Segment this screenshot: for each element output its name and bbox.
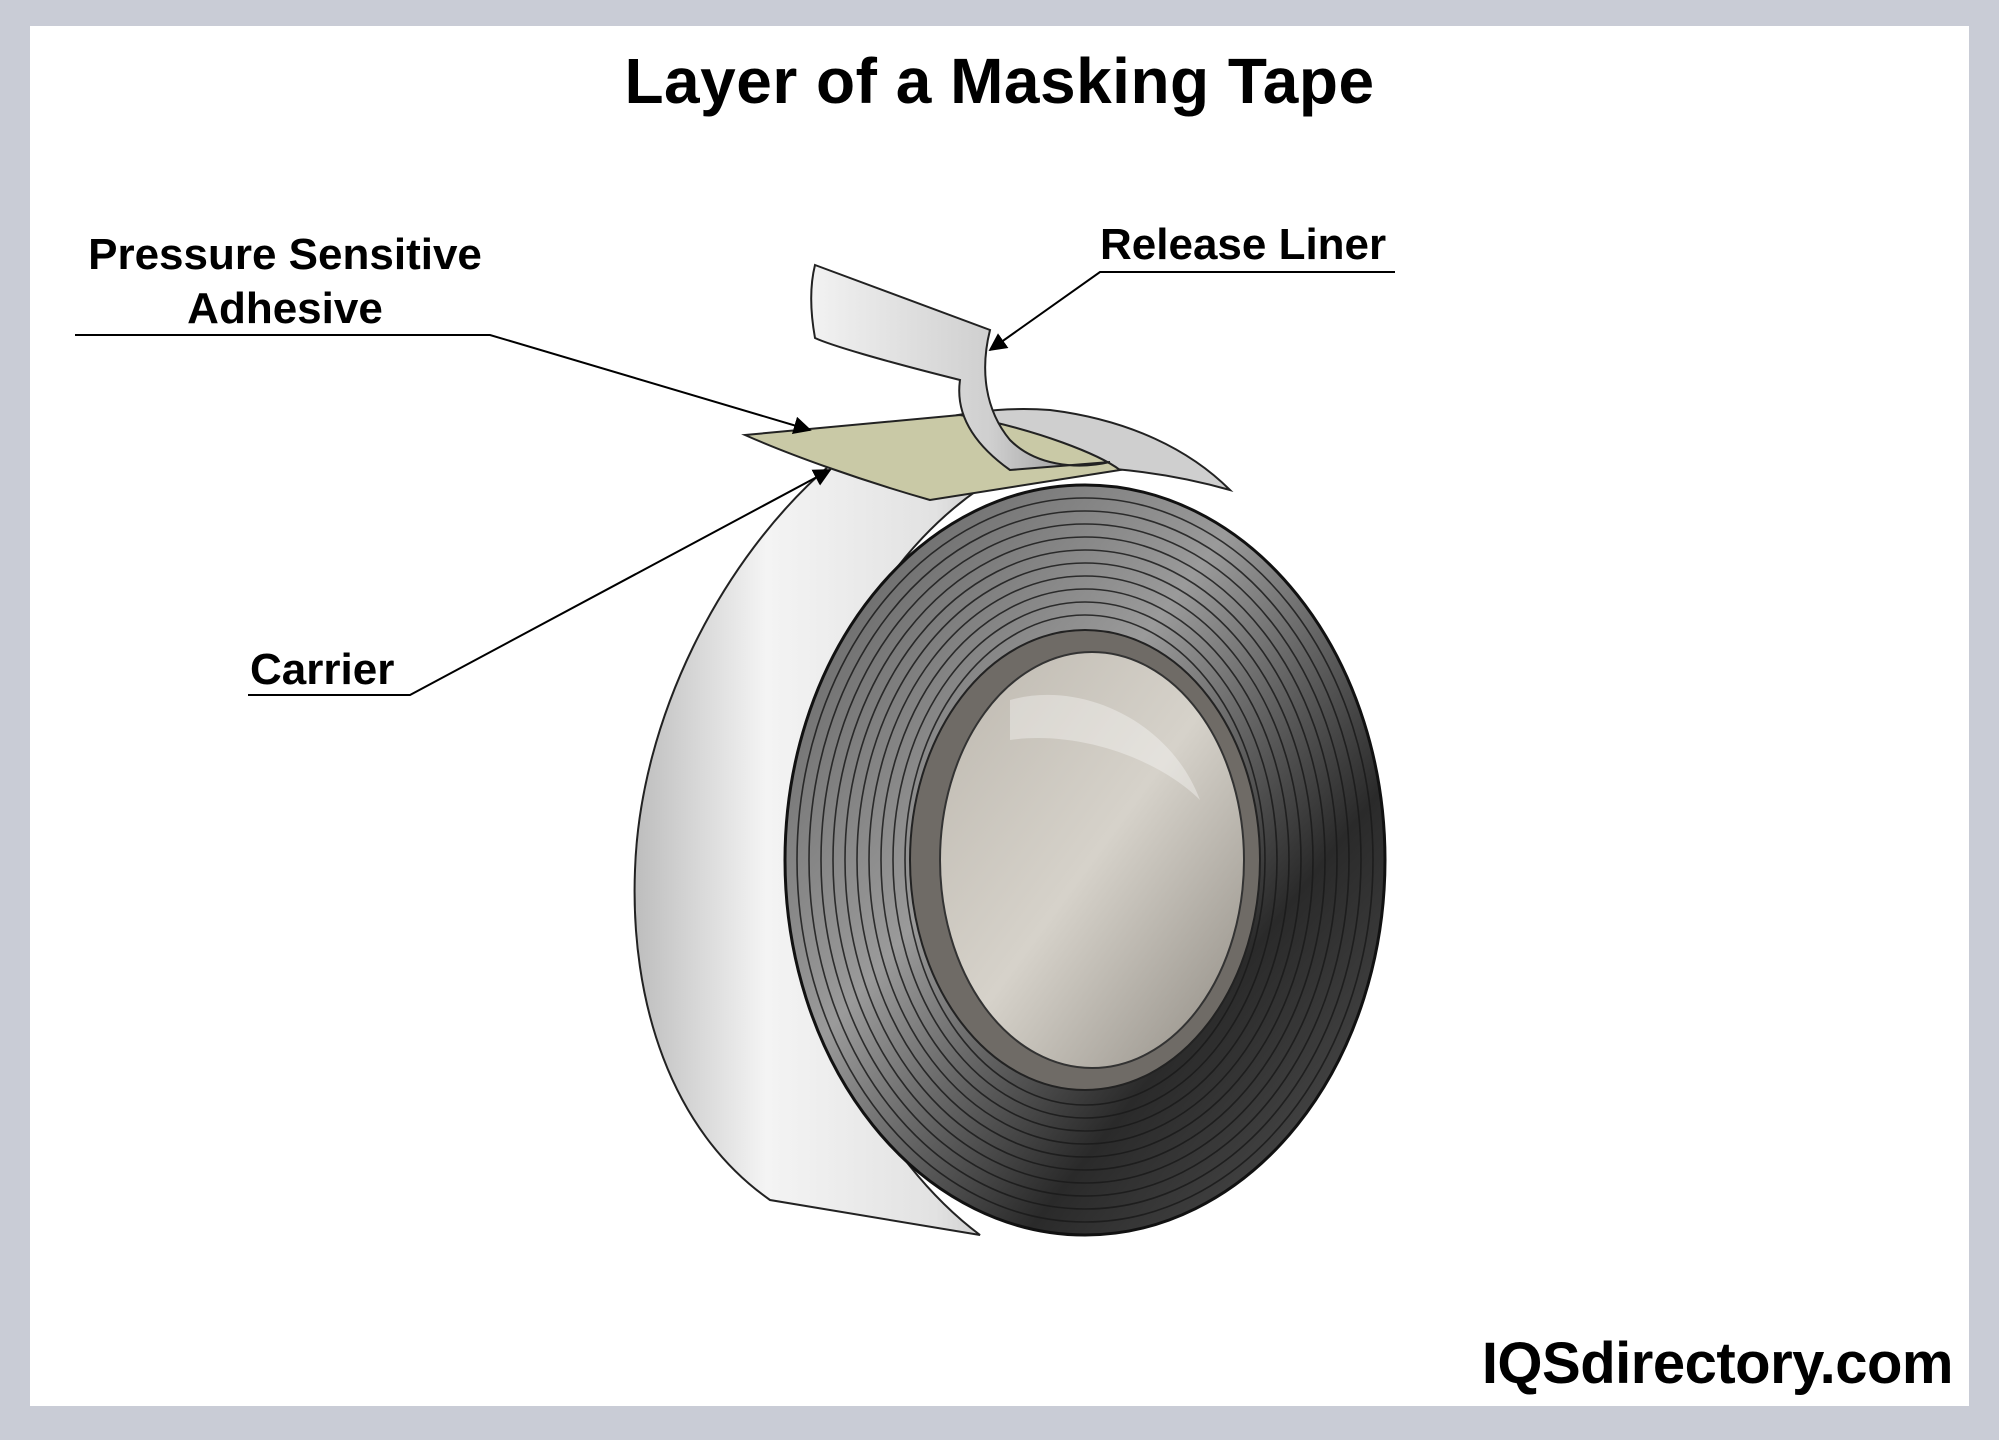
diagram-title: Layer of a Masking Tape <box>624 45 1375 117</box>
label-carrier: Carrier <box>250 645 395 694</box>
label-psa-line2: Adhesive <box>187 284 383 333</box>
tape-roll-edge <box>783 483 1387 1237</box>
leader-release-liner <box>988 271 1395 352</box>
brand-watermark: IQSdirectory.com <box>1481 1331 1954 1396</box>
leader-lines <box>75 271 1395 696</box>
leader-adhesive <box>75 334 812 435</box>
label-pressure-sensitive-adhesive: Pressure Sensitive Adhesive <box>70 228 500 336</box>
label-psa-line1: Pressure Sensitive <box>88 230 482 279</box>
label-release-liner: Release Liner <box>1100 220 1387 269</box>
leader-carrier <box>248 469 832 696</box>
tape-core-hole <box>939 651 1245 1069</box>
adhesive-layer <box>741 413 1123 502</box>
release-liner-sheet <box>810 263 1111 472</box>
